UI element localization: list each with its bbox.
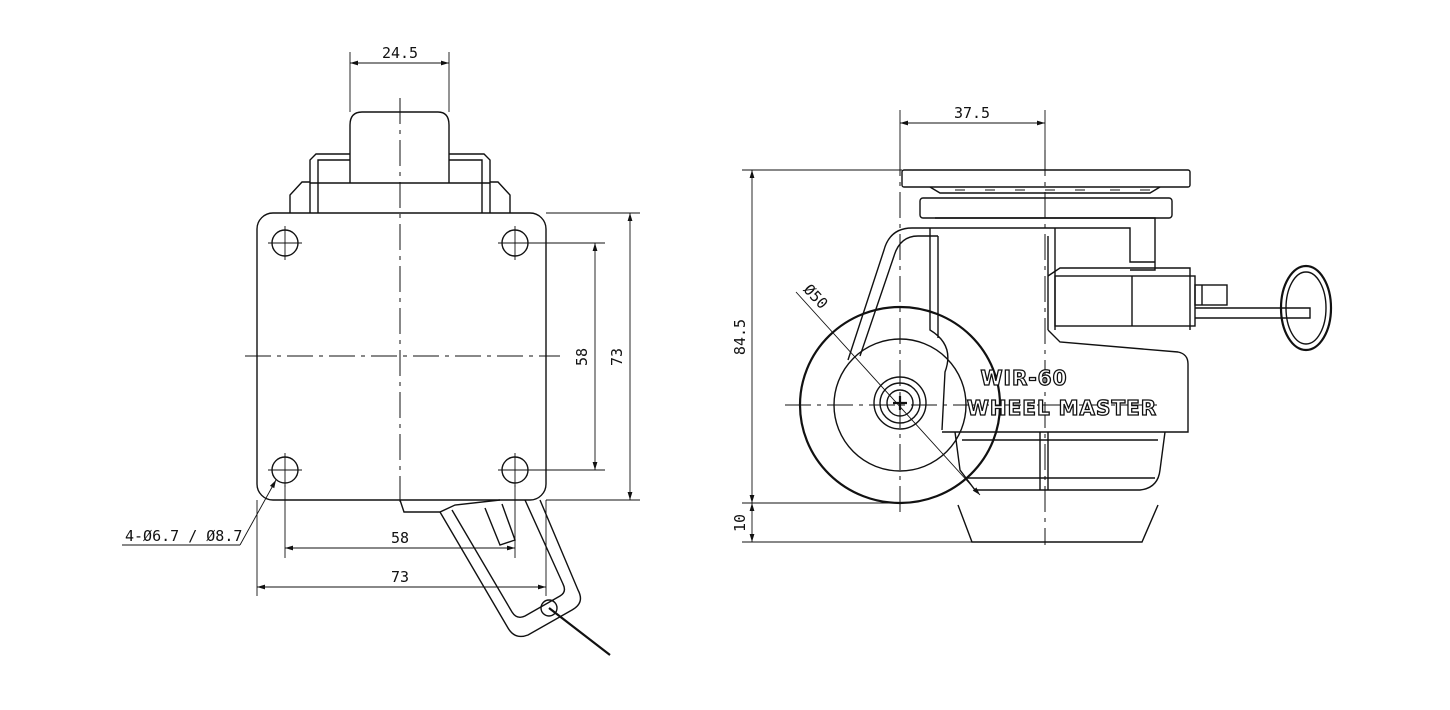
dim-hole-spacing-vertical: 58 xyxy=(528,242,605,471)
dim-lift-label: 10 xyxy=(731,514,749,532)
hole-callout-label: 4-Ø6.7 / Ø8.7 xyxy=(125,527,242,545)
dim-hole-spacing-horizontal-label: 58 xyxy=(391,529,409,547)
dim-hole-spacing-horizontal: 58 xyxy=(284,485,516,558)
top-view: 24.5 58 73 58 73 xyxy=(122,44,640,656)
top-housing xyxy=(289,111,511,213)
dim-lift: 10 xyxy=(731,503,972,543)
dim-plate-height-label: 73 xyxy=(608,348,626,366)
dim-total-height-label: 84.5 xyxy=(731,319,749,355)
leveling-lever xyxy=(399,499,611,656)
dim-wheel-diameter-label: Ø50 xyxy=(800,281,832,313)
dim-plate-width: 73 xyxy=(256,500,547,596)
dim-total-height: 84.5 xyxy=(731,169,902,504)
hole-callout: 4-Ø6.7 / Ø8.7 xyxy=(122,479,277,546)
dim-top-width-label: 24.5 xyxy=(382,44,418,62)
dim-hole-spacing-vertical-label: 58 xyxy=(573,348,591,366)
dim-offset-label: 37.5 xyxy=(954,104,990,122)
dim-top-width: 24.5 xyxy=(349,44,450,112)
foot-pad xyxy=(954,431,1166,543)
brand-label: WHEEL MASTER xyxy=(967,396,1157,420)
caster-body xyxy=(847,227,1189,433)
lever-ring xyxy=(1279,264,1333,352)
swivel-ring xyxy=(919,197,1173,219)
model-label: WIR-60 xyxy=(980,366,1067,390)
dim-offset: 37.5 xyxy=(899,104,1046,170)
adjuster-housing xyxy=(1047,264,1333,352)
dim-plate-width-label: 73 xyxy=(391,568,409,586)
side-view: WIR-60 WHEEL MASTER 37.5 84.5 10 Ø50 xyxy=(731,104,1333,545)
dim-plate-height: 73 xyxy=(546,212,640,501)
side-top-plate xyxy=(901,169,1191,188)
